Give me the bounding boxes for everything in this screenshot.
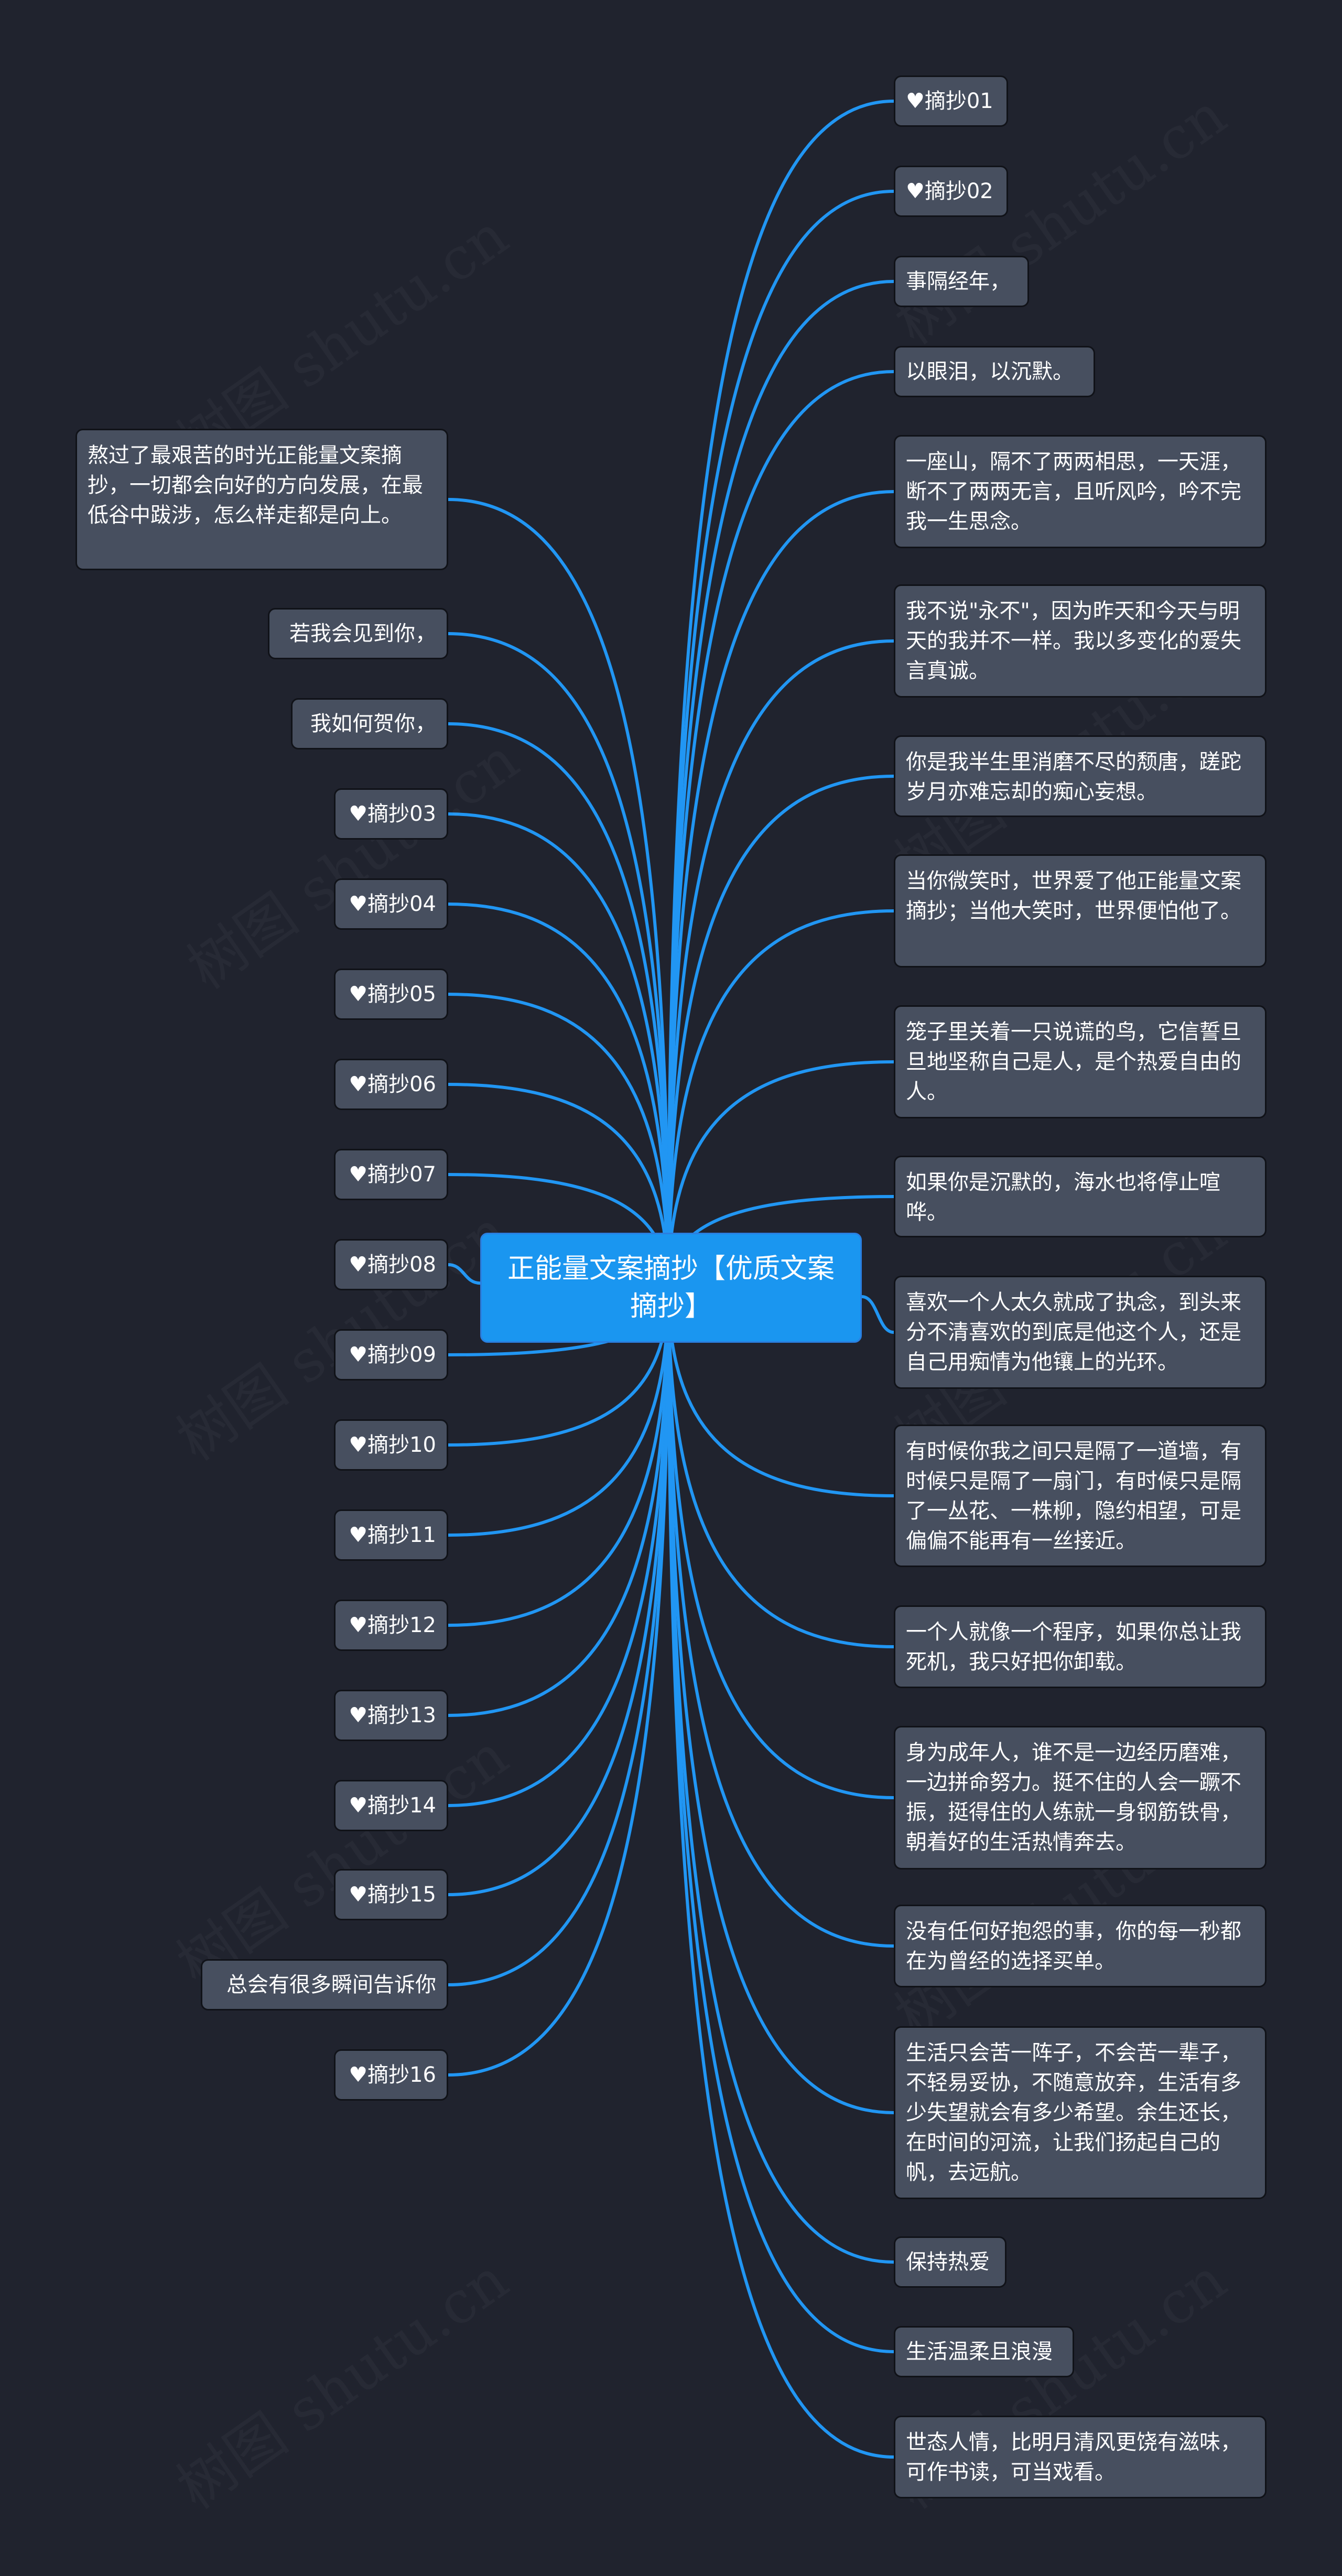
left-node-10[interactable]: ♥摘抄10: [334, 1419, 448, 1471]
left-node-1[interactable]: 若我会见到你，: [268, 608, 448, 659]
left-node-14[interactable]: ♥摘抄14: [334, 1780, 448, 1831]
right-node-6[interactable]: 我不说"永不"，因为昨天和今天与明天的我并不一样。我以多变化的爱失言真诚。: [894, 584, 1267, 698]
right-node-19[interactable]: 世态人情，比明月清风更饶有滋味，可作书读，可当戏看。: [894, 2416, 1267, 2498]
right-node-7[interactable]: 你是我半生里消磨不尽的颓唐，蹉跎岁月亦难忘却的痴心妄想。: [894, 735, 1267, 817]
connector-line: [447, 632, 670, 1289]
right-node-4[interactable]: 以眼泪，以沉默。: [894, 346, 1095, 397]
right-node-18[interactable]: 生活温柔且浪漫: [894, 2326, 1074, 2377]
right-node-01[interactable]: ♥摘抄01: [894, 75, 1008, 127]
left-node-17[interactable]: ♥摘抄16: [334, 2049, 448, 2101]
left-node-16[interactable]: 总会有很多瞬间告诉你: [201, 1959, 448, 2010]
left-node-04[interactable]: ♥摘抄04: [334, 878, 448, 930]
left-node-12[interactable]: ♥摘抄12: [334, 1600, 448, 1651]
right-node-10[interactable]: 如果你是沉默的，海水也将停止喧哗。: [894, 1156, 1267, 1237]
root-topic-label: 正能量文案摘抄【优质文案摘抄】: [507, 1253, 835, 1322]
left-node-15[interactable]: ♥摘抄15: [334, 1869, 448, 1920]
right-node-3[interactable]: 事隔经年，: [894, 256, 1029, 307]
right-node-13[interactable]: 一个人就像一个程序，如果你总让我死机，我只好把你卸载。: [894, 1605, 1267, 1688]
connector-line: [667, 1286, 895, 1799]
connector-line: [667, 100, 895, 1289]
connector-line: [447, 1286, 670, 1986]
right-node-9[interactable]: 笼子里关着一只说谎的鸟，它信誓旦旦地坚称自己是人，是个热爱自由的人。: [894, 1005, 1267, 1118]
connector-line: [667, 490, 895, 1289]
connector-line: [667, 1286, 895, 2264]
right-node-16[interactable]: 生活只会苦一阵子，不会苦一辈子，不轻易妥协，不随意放弃，生活有多少失望就会有多少…: [894, 2026, 1267, 2199]
connector-line: [667, 775, 895, 1289]
connector-line: [447, 903, 670, 1289]
watermark: 树图 shutu.cn: [158, 1711, 522, 2001]
right-node-8[interactable]: 当你微笑时，世界爱了他正能量文案摘抄；当他大笑时，世界便怕他了。: [894, 854, 1267, 968]
left-node-06[interactable]: ♥摘抄06: [334, 1059, 448, 1110]
left-node-05[interactable]: ♥摘抄05: [334, 969, 448, 1020]
right-node-17[interactable]: 保持热爱: [894, 2236, 1006, 2288]
connector-line: [447, 498, 670, 1289]
connector-line: [667, 1286, 895, 1948]
right-node-14[interactable]: 身为成年人，谁不是一边经历磨难，一边拼命努力。挺不住的人会一蹶不振，挺得住的人练…: [894, 1726, 1267, 1869]
connector-line: [447, 812, 670, 1289]
left-node-03[interactable]: ♥摘抄03: [334, 788, 448, 840]
connector-line: [447, 1286, 670, 1717]
left-node-2[interactable]: 我如何贺你，: [291, 698, 448, 749]
connector-line: [667, 1286, 895, 2114]
connector-line: [667, 190, 895, 1289]
left-node-09[interactable]: ♥摘抄09: [334, 1329, 448, 1381]
left-node-13[interactable]: ♥摘抄13: [334, 1690, 448, 1741]
right-node-15[interactable]: 没有任何好抱怨的事，你的每一秒都在为曾经的选择买单。: [894, 1905, 1267, 1987]
root-topic[interactable]: 正能量文案摘抄【优质文案摘抄】: [480, 1233, 862, 1343]
connector-line: [860, 1295, 895, 1334]
connector-line: [667, 1286, 895, 2459]
right-node-02[interactable]: ♥摘抄02: [894, 166, 1008, 217]
right-node-12[interactable]: 有时候你我之间只是隔了一道墙，有时候只是隔了一扇门，有时候只是隔了一丛花、一株柳…: [894, 1425, 1267, 1567]
right-node-11[interactable]: 喜欢一个人太久就成了执念，到头来分不清喜欢的到底是他这个人，还是自己用痴情为他镶…: [894, 1276, 1267, 1389]
connector-line: [447, 1286, 670, 2077]
connector-line: [667, 1286, 895, 2353]
left-node-0[interactable]: 熬过了最艰苦的时光正能量文案摘抄，一切都会向好的方向发展，在最低谷中跋涉，怎么样…: [75, 429, 448, 570]
connector-line: [447, 1286, 670, 1807]
left-node-07[interactable]: ♥摘抄07: [334, 1149, 448, 1200]
connector-line: [667, 639, 895, 1289]
right-node-5[interactable]: 一座山，隔不了两两相思，一天涯，断不了两两无言，且听风吟，吟不完我一生思念。: [894, 435, 1267, 548]
connector-line: [447, 722, 670, 1289]
left-node-08[interactable]: ♥摘抄08: [334, 1239, 448, 1290]
watermark: 树图 shutu.cn: [158, 2235, 522, 2525]
connector-line: [667, 909, 895, 1289]
connector-line: [447, 1263, 482, 1285]
connector-line: [667, 280, 895, 1289]
watermark: 树图 shutu.cn: [168, 715, 532, 1005]
connector-line: [447, 1286, 670, 1896]
connector-line: [667, 370, 895, 1289]
left-node-11[interactable]: ♥摘抄11: [334, 1509, 448, 1561]
